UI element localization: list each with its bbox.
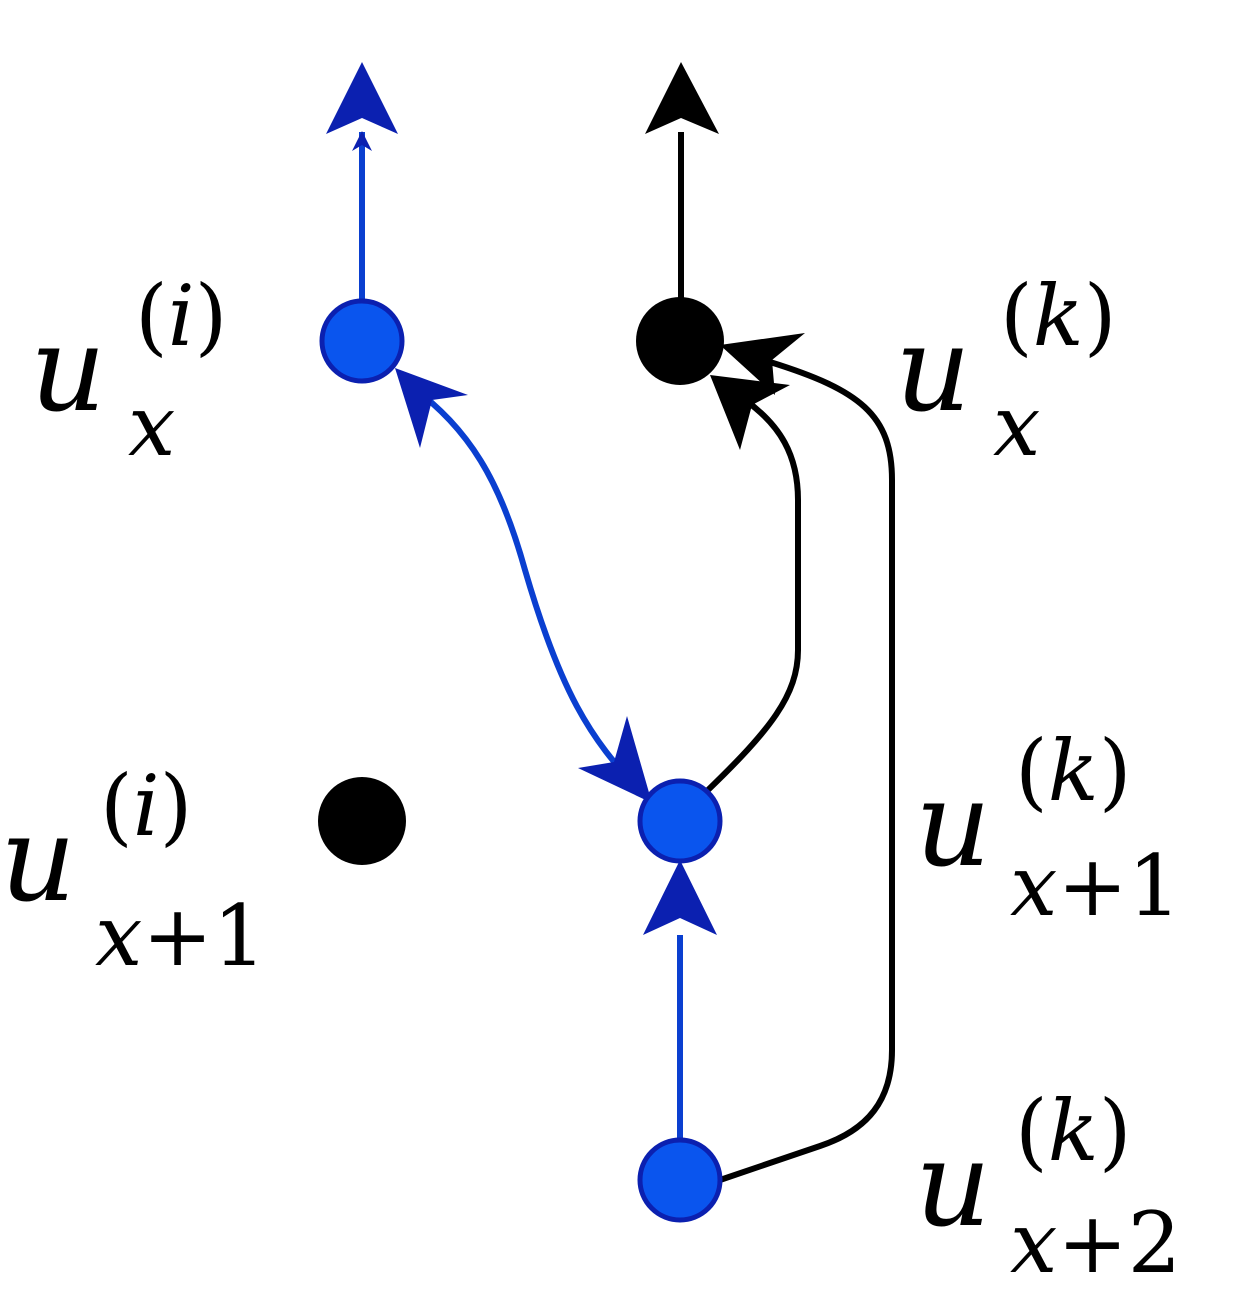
arrowhead-bidirected-top: [395, 368, 468, 448]
node-u-x1-i: [318, 777, 406, 865]
svg-text:x: x: [128, 377, 175, 475]
svg-text:x+1: x+1: [1010, 837, 1181, 935]
svg-text:(k): (k): [1015, 1082, 1131, 1180]
svg-text:(k): (k): [1000, 267, 1116, 365]
label-u-x1-k: u (k) x+1: [915, 722, 1181, 935]
label-u-x1-i: u (i) x+1: [0, 757, 266, 985]
arrowhead-u-x2-k-to-u-x1-k: [643, 860, 717, 935]
svg-text:u: u: [915, 1115, 991, 1253]
svg-text:(i): (i): [135, 267, 227, 365]
node-u-x2-k: [637, 1137, 723, 1223]
svg-text:x+2: x+2: [1010, 1194, 1181, 1292]
svg-text:(i): (i): [100, 757, 192, 855]
svg-text:u: u: [915, 755, 991, 893]
edge-u-x-i-u-x1-k-bidirected: [408, 382, 643, 793]
svg-text:u: u: [0, 790, 76, 928]
svg-text:x+1: x+1: [95, 887, 266, 985]
node-u-x-i: [319, 298, 405, 384]
label-u-x-k: u (k) x: [895, 267, 1116, 475]
svg-text:u: u: [895, 300, 971, 438]
arrowhead-u-x2-k-to-u-x-k: [720, 333, 805, 395]
svg-text:x: x: [993, 377, 1040, 475]
arrowhead-u-x-k-output: [645, 62, 719, 134]
node-u-x1-k: [637, 778, 723, 864]
arrowhead-u-x1-k-to-u-x-k: [710, 375, 790, 450]
label-u-x-i: u (i) x: [30, 267, 227, 475]
node-u-x-k: [636, 297, 724, 385]
arrowhead-bidirected-bottom: [578, 716, 652, 803]
arrowhead-u-x-i-output: [326, 62, 398, 134]
edge-u-x1-k-to-u-x-k: [705, 397, 801, 793]
svg-text:u: u: [30, 300, 106, 438]
edge-u-x2-k-to-u-x-k: [719, 359, 895, 1183]
svg-text:(k): (k): [1015, 722, 1131, 820]
label-u-x2-k: u (k) x+2: [915, 1082, 1181, 1292]
